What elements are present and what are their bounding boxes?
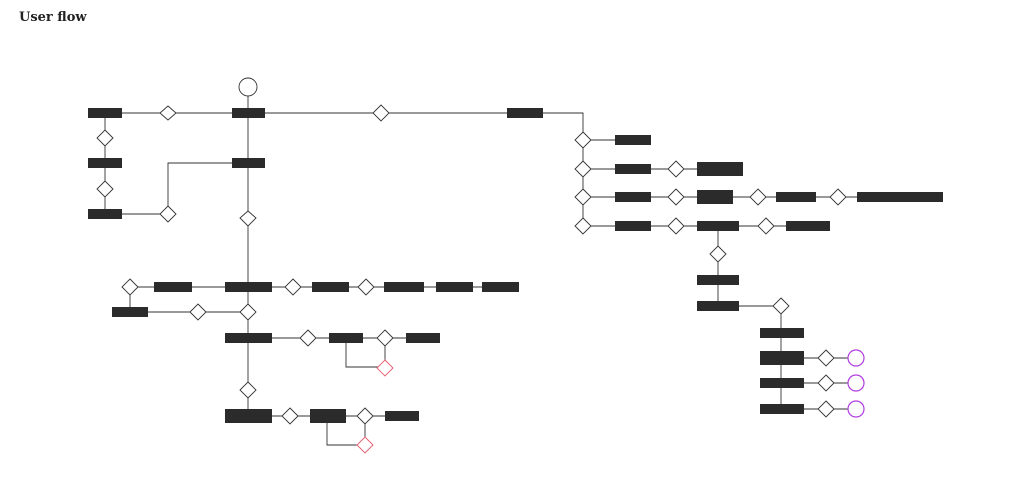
- decision-diamond: [772, 297, 790, 315]
- process-box: [857, 192, 943, 202]
- process-box: [507, 108, 543, 118]
- process-box: [760, 328, 804, 338]
- end-circle: [847, 400, 865, 418]
- process-box: [225, 333, 272, 343]
- decision-diamond: [817, 374, 835, 392]
- decision-diamond: [239, 210, 257, 227]
- process-box: [154, 282, 192, 292]
- process-box: [232, 108, 265, 118]
- process-box: [225, 409, 272, 423]
- end-circle: [847, 349, 865, 367]
- decision-diamond: [757, 217, 775, 235]
- decision-diamond: [817, 400, 835, 418]
- decision-diamond: [159, 205, 177, 223]
- alt-decision-diamond: [356, 436, 374, 454]
- decision-diamond: [299, 329, 317, 347]
- decision-diamond: [574, 131, 592, 149]
- decision-diamond: [376, 329, 394, 347]
- process-box: [615, 135, 651, 145]
- process-box: [697, 162, 743, 176]
- process-box: [232, 158, 265, 168]
- process-box: [225, 282, 272, 292]
- decision-diamond: [829, 188, 847, 206]
- process-box: [385, 411, 419, 421]
- process-box: [406, 333, 440, 343]
- process-box: [697, 301, 739, 311]
- decision-diamond: [96, 180, 114, 198]
- alt-decision-diamond: [376, 359, 394, 377]
- terminal-circles: [238, 77, 865, 418]
- process-box: [615, 164, 651, 174]
- process-box: [112, 307, 148, 317]
- decision-diamond: [372, 104, 390, 122]
- connector: [717, 226, 782, 333]
- process-box: [482, 282, 519, 292]
- process-box: [697, 221, 739, 231]
- process-box: [697, 275, 739, 285]
- decision-diamond: [356, 407, 374, 425]
- connector: [326, 416, 366, 446]
- decision-diamond: [817, 349, 835, 367]
- process-box: [776, 192, 816, 202]
- decision-diamond: [281, 407, 299, 425]
- decision-diamond: [749, 188, 767, 206]
- decision-diamond: [239, 303, 257, 321]
- decision-diamond: [239, 381, 257, 399]
- connector: [345, 338, 386, 368]
- process-box: [384, 282, 424, 292]
- connectors: [104, 96, 901, 446]
- process-box: [436, 282, 473, 292]
- decision-diamonds: [96, 104, 847, 454]
- process-box: [310, 409, 346, 423]
- process-box: [786, 221, 830, 231]
- connector: [105, 162, 248, 215]
- decision-diamond: [574, 188, 592, 206]
- process-box: [312, 282, 349, 292]
- decision-diamond: [284, 278, 302, 296]
- process-boxes: [88, 108, 943, 423]
- process-box: [88, 108, 122, 118]
- end-circle: [847, 374, 865, 392]
- decision-diamond: [96, 129, 114, 147]
- decision-diamond: [159, 105, 177, 121]
- process-box: [697, 190, 733, 204]
- process-box: [88, 158, 122, 168]
- process-box: [329, 333, 363, 343]
- connector: [525, 112, 584, 226]
- process-box: [760, 378, 804, 388]
- start-circle: [238, 77, 258, 97]
- decision-diamond: [574, 217, 592, 235]
- decision-diamond: [121, 278, 139, 296]
- decision-diamond: [667, 160, 685, 178]
- decision-diamond: [357, 278, 375, 296]
- decision-diamond: [667, 188, 685, 206]
- page-title: User flow: [19, 10, 87, 25]
- process-box: [615, 221, 651, 231]
- decision-diamond: [574, 160, 592, 178]
- process-box: [760, 404, 804, 414]
- process-box: [88, 209, 122, 219]
- decision-diamond: [189, 303, 207, 321]
- decision-diamond: [709, 245, 727, 263]
- process-box: [760, 351, 804, 365]
- decision-diamond: [667, 217, 685, 235]
- process-box: [615, 192, 651, 202]
